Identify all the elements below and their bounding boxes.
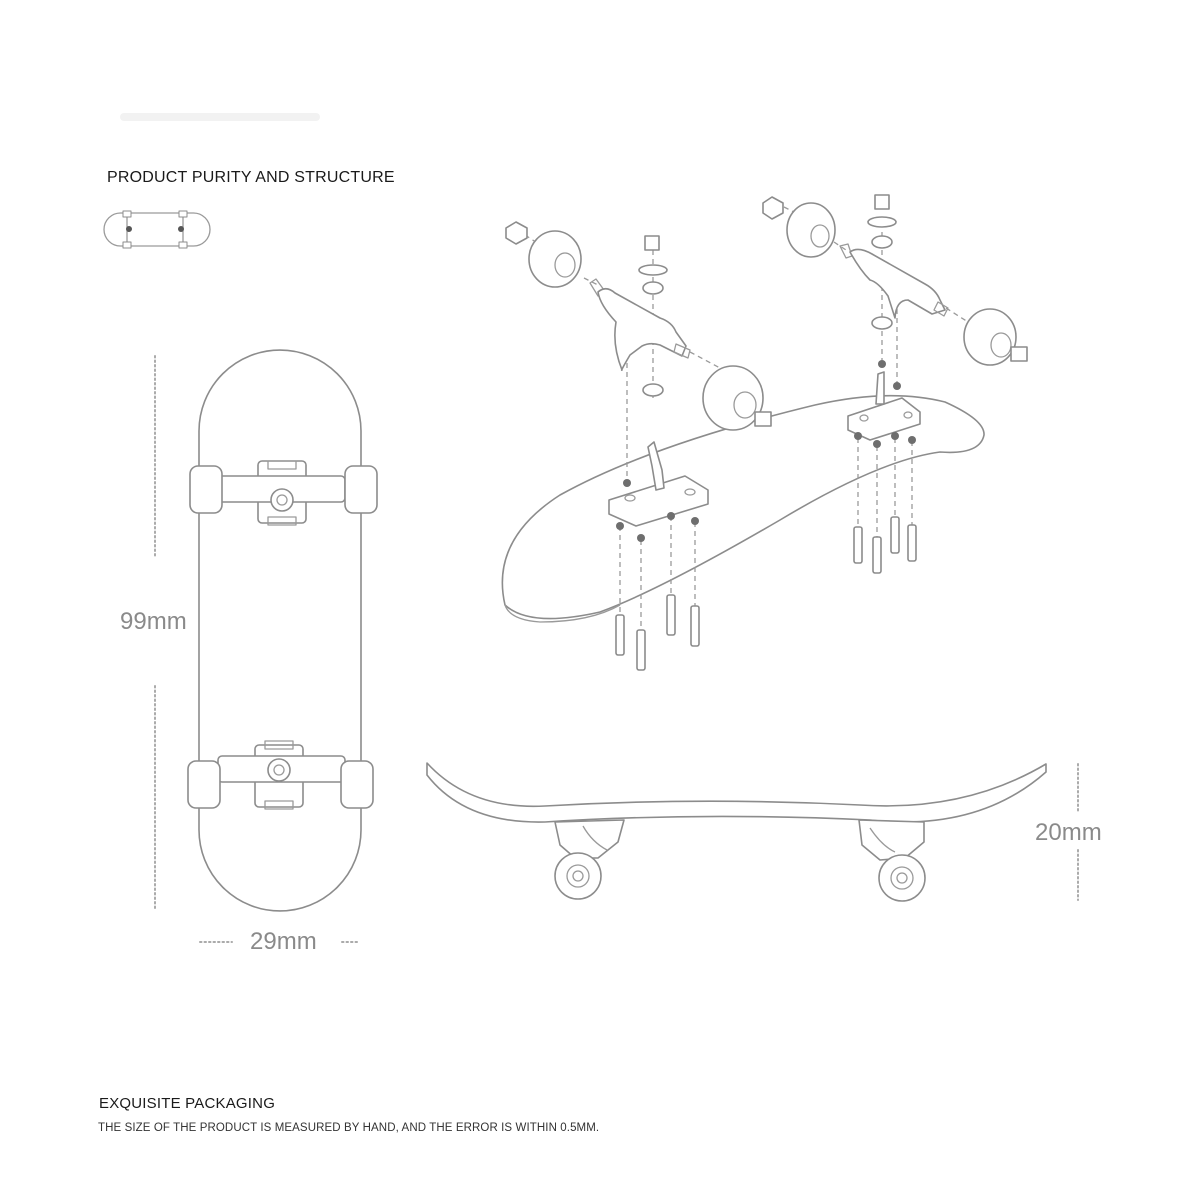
side-view-truck-right xyxy=(858,819,926,902)
right-wheel-outer xyxy=(786,202,836,258)
left-screws xyxy=(615,594,700,671)
dimension-width-label: 29mm xyxy=(250,928,317,955)
thumbnail-board xyxy=(103,210,211,249)
left-bushing-bottom xyxy=(642,383,664,397)
faint-banner xyxy=(120,113,320,121)
top-view-truck-lower xyxy=(187,740,374,810)
measurement-note: THE SIZE OF THE PRODUCT IS MEASURED BY H… xyxy=(98,1122,600,1134)
section-heading-structure: PRODUCT PURITY AND STRUCTURE xyxy=(107,169,395,186)
right-truck-hanger xyxy=(839,243,949,319)
left-bushing-top xyxy=(642,281,664,295)
dimension-height-label: 20mm xyxy=(1035,819,1102,846)
left-baseplate xyxy=(608,441,709,527)
dimension-length-label: 99mm xyxy=(120,608,187,635)
top-view-board xyxy=(187,349,378,912)
left-wheel-inner xyxy=(702,365,772,431)
exploded-deck xyxy=(501,394,985,620)
right-bushing-top xyxy=(871,235,893,249)
right-kingpin-nut xyxy=(874,194,890,210)
left-truck-hanger xyxy=(589,278,691,372)
side-view-truck-left xyxy=(554,819,625,900)
left-axle-nut-outer xyxy=(505,221,528,245)
top-view-truck-upper xyxy=(189,460,378,526)
right-baseplate xyxy=(847,371,921,441)
left-washer-top xyxy=(638,264,668,276)
right-axle-nut-outer xyxy=(762,196,784,220)
right-bushing-bottom xyxy=(871,316,893,330)
left-kingpin-nut xyxy=(644,235,660,251)
right-wheel-inner xyxy=(963,308,1028,366)
left-wheel-outer xyxy=(528,230,582,288)
exploded-view xyxy=(501,194,1028,671)
side-view-board xyxy=(426,762,1047,902)
right-washer-top xyxy=(867,216,897,228)
section-heading-packaging: EXQUISITE PACKAGING xyxy=(99,1095,276,1112)
right-screws xyxy=(853,516,917,574)
